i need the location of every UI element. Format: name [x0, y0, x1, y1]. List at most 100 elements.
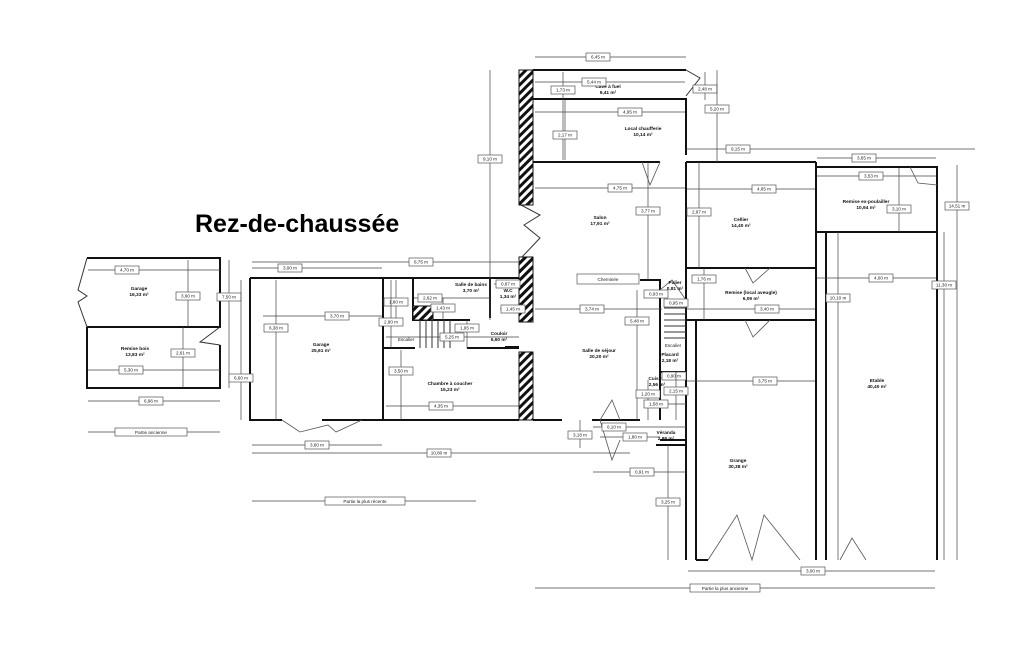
dimension-label: 4,95 m: [623, 110, 637, 115]
dimension-label: 1,80 m: [389, 300, 403, 305]
dimension: 3,90 m: [175, 260, 201, 327]
dimension-label: 3,25 m: [661, 500, 675, 505]
dimension: 4,35 m: [386, 401, 519, 411]
dimension-label: 1,73 m: [556, 88, 570, 93]
dimension-label: 3,10 m: [892, 207, 906, 212]
walls: [77, 69, 938, 562]
dimension-label: 5,44 m: [587, 80, 601, 85]
dimension: 2,15 m: [663, 372, 689, 420]
dimension: 2,97 m: [686, 162, 712, 268]
dimension-label: 2,17 m: [558, 133, 572, 138]
dimension-label: 3,00 m: [283, 266, 297, 271]
dimension-label: 2,48 m: [698, 87, 712, 92]
dimension: 3,25 m: [655, 445, 681, 560]
dimension: 1,43 m: [430, 298, 456, 320]
dimension: 3,70 m: [263, 311, 382, 321]
dimension: 1,45 m: [500, 304, 526, 314]
dimension-label: 3,65 m: [857, 156, 871, 161]
dimension-lines: 4,70 m 3,90 m 7,50 m 2,61 m 5,30 m 6,96 m 3,00…: [88, 52, 975, 576]
dimension: 3,00 m: [688, 566, 935, 576]
dimension: 4,75 m: [535, 183, 685, 193]
dimension: 0,90 m: [661, 371, 687, 381]
dimension: 1,80 m: [600, 432, 660, 442]
dimension: 3,74 m: [535, 304, 662, 314]
dimension-label: 5,30 m: [124, 368, 138, 373]
dimension-label: 1,95 m: [460, 326, 474, 331]
dimension-label: 14,51 m: [949, 204, 966, 209]
dimension: 5,44 m: [535, 77, 685, 87]
dimension: 6,96 m: [88, 396, 220, 406]
partie-ancienne-label: Partie ancienne: [135, 430, 167, 435]
dimension-label: 0,95 m: [669, 301, 683, 306]
dimension-label: 3,90 m: [181, 294, 195, 299]
dimension-label: 4,75 m: [613, 186, 627, 191]
dimension: 3,00 m: [252, 263, 382, 273]
cheminee-label: Cheminée: [598, 277, 619, 282]
dimension: 1,58 m: [643, 399, 686, 409]
dimension-label: 3,77 m: [641, 209, 655, 214]
dimension: 1,80 m: [383, 280, 409, 320]
dimension: 6,45 m: [535, 52, 686, 62]
dimension-label: 3,70 m: [330, 314, 344, 319]
room-label: Remise (local aveugle)6,09 m²: [725, 290, 777, 302]
dimension-label: 2,61 m: [176, 351, 190, 356]
hatched-wall: [518, 351, 534, 421]
dimension-label: 3,40 m: [760, 307, 774, 312]
dimension: 6,38 m: [263, 280, 289, 420]
dimension-label: 1,58 m: [649, 402, 663, 407]
dimension-label: 0,93 m: [649, 292, 663, 297]
dimension-label: 7,50 m: [222, 295, 236, 300]
dimension: 3,50 m: [388, 350, 414, 420]
dimension: 3,53 m: [817, 171, 936, 181]
dimension: 4,95 m: [535, 107, 685, 117]
dimension-label: 9,10 m: [483, 157, 497, 162]
dimension-label: 4,70 m: [120, 268, 134, 273]
plan-title: Rez-de-chaussée: [195, 210, 399, 238]
dimension-label: 11,30 m: [936, 283, 952, 288]
dimension: 3,75 m: [687, 376, 815, 386]
dimension: 11,30 m: [931, 232, 957, 560]
dimension-label: 6,38 m: [269, 326, 283, 331]
dimension: 1,95 m: [454, 320, 480, 348]
dimension: 3,10 m: [886, 168, 912, 232]
dimension-label: 3,00 m: [806, 569, 820, 574]
dimension: 3,60 m: [252, 440, 382, 450]
dimension: 1,76 m: [691, 268, 717, 320]
dimension-label: 0,90 m: [667, 374, 681, 379]
dimension-label: 3,74 m: [585, 307, 599, 312]
dimension-label: 1,45 m: [506, 307, 520, 312]
dimension-label: 0,87 m: [501, 282, 515, 287]
dimension: 0,87 m: [494, 279, 521, 289]
dimension-label: 6,45 m: [591, 55, 605, 60]
dimension: 5,25 m: [386, 332, 519, 342]
annotations: Cheminée Escalier Escalier Partie ancien…: [88, 273, 935, 593]
dimension-label: 6,10 m: [607, 425, 621, 430]
dimension-label: 2,15 m: [669, 389, 683, 394]
escalier-label: Escalier: [665, 343, 682, 348]
dimension: 0,95 m: [663, 298, 689, 308]
dimension-label: 0,91 m: [635, 470, 649, 475]
dimension: 2,62 m: [414, 293, 490, 303]
escalier-label: Escalier: [398, 337, 415, 342]
dimension: 4,70 m: [88, 265, 220, 275]
dimension: 2,61 m: [170, 327, 196, 388]
dimension: 10,80 m: [252, 448, 630, 458]
dimension-label: 10,80 m: [431, 451, 448, 456]
dimension: 9,10 m: [477, 70, 503, 320]
partie-recente-label: Partie la plus récente: [343, 499, 387, 504]
dimension-label: 4,00 m: [874, 276, 888, 281]
dimension: 9,15 m: [686, 144, 975, 154]
